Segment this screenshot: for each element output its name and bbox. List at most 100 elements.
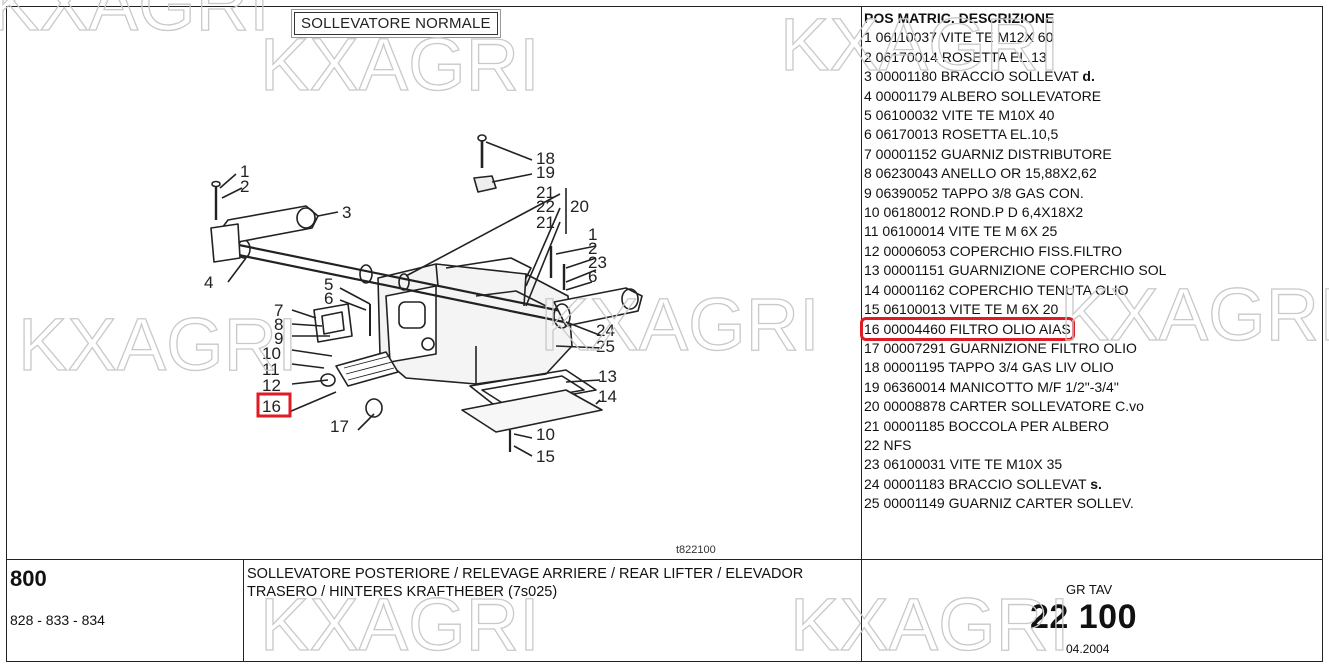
group-description: SOLLEVATORE POSTERIORE / RELEVAGE ARRIER…	[247, 566, 804, 600]
callout-10-bottom: 10	[536, 425, 555, 444]
diagram-title: SOLLEVATORE NORMALE	[291, 9, 501, 38]
part-row-text: 11 06100014 VITE TE M 6X 25	[864, 223, 1057, 239]
part-row: 7 00001152 GUARNIZ DISTRIBUTORE	[864, 145, 1319, 164]
part-row-text: 1 06110037 VITE TE M12X 60	[864, 29, 1053, 45]
part-row-text: 2 06170014 ROSETTA EL.13	[864, 49, 1047, 65]
part-row: 11 06100014 VITE TE M 6X 25	[864, 222, 1319, 241]
part-description: 14 00001162 COPERCHIO TENUTA OLIO	[864, 281, 1129, 298]
part-row-text: 15 06100013 VITE TE M 6X 20	[864, 301, 1058, 317]
part-row: 19 06360014 MANICOTTO M/F 1/2"-3/4"	[864, 378, 1319, 397]
part-description: 21 00001185 BOCCOLA PER ALBERO	[864, 417, 1109, 434]
parts-list: POS MATRIC. DESCRIZIONE 1 06110037 VITE …	[860, 9, 1319, 514]
callout-1-right: 1	[588, 225, 597, 244]
parts-list-header: POS MATRIC. DESCRIZIONE	[864, 10, 1055, 26]
part-row: 5 06100032 VITE TE M10X 40	[864, 106, 1319, 125]
part-row: 23 06100031 VITE TE M10X 35	[864, 455, 1319, 474]
part-description: 6 06170013 ROSETTA EL.10,5	[864, 126, 1059, 143]
part-description: 17 00007291 GUARNIZIONE FILTRO OLIO	[864, 339, 1137, 356]
part-description: 2 06170014 ROSETTA EL.13	[864, 48, 1047, 65]
part-description: 10 06180012 ROND.P D 6,4X18X2	[864, 204, 1084, 221]
part-row-text: 14 00001162 COPERCHIO TENUTA OLIO	[864, 282, 1129, 298]
table-number-cell	[861, 559, 1323, 662]
model-number: 800	[10, 566, 47, 591]
part-row: 20 00008878 CARTER SOLLEVATORE C.vo	[864, 397, 1319, 416]
part-description: 16 00004460 FILTRO OLIO AIAS	[864, 320, 1071, 337]
part-description: 11 06100014 VITE TE M 6X 25	[864, 223, 1058, 240]
model-variants: 828 - 833 - 834	[10, 612, 105, 628]
callout-9: 9	[274, 329, 283, 348]
part-row-text: 25 00001149 GUARNIZ CARTER SOLLEV.	[864, 495, 1134, 511]
exploded-view-drawing: 1 2 3 4 5 6 7 8 9 10 11 12 16 17 18 19 2…	[204, 134, 643, 466]
part-row: 22 NFS	[864, 436, 1319, 455]
part-description: 23 06100031 VITE TE M10X 35	[864, 456, 1063, 473]
part-row-text: 4 00001179 ALBERO SOLLEVATORE	[864, 88, 1101, 104]
part-row-text: 7 00001152 GUARNIZ DISTRIBUTORE	[864, 146, 1112, 162]
callout-16-highlight	[256, 392, 292, 418]
part-row-text: 21 00001185 BOCCOLA PER ALBERO	[864, 418, 1109, 434]
part-row: 12 00006053 COPERCHIO FISS.FILTRO	[864, 242, 1319, 261]
part-row: 15 06100013 VITE TE M 6X 20	[864, 300, 1319, 319]
part-row: 1 06110037 VITE TE M12X 60	[864, 28, 1319, 47]
part-description: 4 00001179 ALBERO SOLLEVATORE	[864, 87, 1102, 104]
part-row-text: 18 00001195 TAPPO 3/4 GAS LIV OLIO	[864, 359, 1114, 375]
part-description: 12 00006053 COPERCHIO FISS.FILTRO	[864, 242, 1123, 259]
callout-8: 8	[274, 315, 283, 334]
part-row: 3 00001180 BRACCIO SOLLEVAT d.	[864, 67, 1319, 86]
part-description: 24 00001183 BRACCIO SOLLEVAT	[864, 475, 1091, 492]
part-description: 1 06110037 VITE TE M12X 60	[864, 29, 1054, 46]
callout-24: 24	[596, 321, 615, 340]
callout-4: 4	[204, 273, 213, 292]
table-label: GR TAV	[1066, 582, 1113, 597]
part-row-text: 12 00006053 COPERCHIO FISS.FILTRO	[864, 243, 1122, 259]
part-row-text: 8 06230043 ANELLO OR 15,88X2,62	[864, 165, 1097, 181]
part-row-text: 20 00008878 CARTER SOLLEVATORE C.vo	[864, 398, 1144, 414]
part-row: 17 00007291 GUARNIZIONE FILTRO OLIO	[864, 339, 1319, 358]
part-description: 20 00008878 CARTER SOLLEVATORE C.vo	[864, 398, 1144, 415]
callout-6: 6	[324, 289, 333, 308]
callout-14: 14	[598, 387, 617, 406]
part-row-text: 9 06390052 TAPPO 3/8 GAS CON.	[864, 185, 1084, 201]
part-description: 7 00001152 GUARNIZ DISTRIBUTORE	[864, 145, 1112, 162]
callout-2: 2	[240, 177, 249, 196]
callout-20: 20	[570, 197, 589, 216]
callout-18: 18	[536, 149, 555, 168]
parts-rows: 1 06110037 VITE TE M12X 60 2 06170014 ROS…	[860, 28, 1319, 513]
callout-16: 16	[262, 397, 281, 416]
part-row: 18 00001195 TAPPO 3/4 GAS LIV OLIO	[864, 358, 1319, 377]
part-row: 13 00001151 GUARNIZIONE COPERCHIO SOL	[864, 261, 1319, 280]
part-description: 9 06390052 TAPPO 3/8 GAS CON.	[864, 184, 1084, 201]
callout-25: 25	[596, 337, 615, 356]
callout-7: 7	[274, 301, 283, 320]
part-description: 15 06100013 VITE TE M 6X 20	[864, 301, 1059, 318]
part-row-text: 16 00004460 FILTRO OLIO AIAS	[860, 316, 1075, 341]
callout-6-right: 6	[588, 267, 597, 286]
callout-21-top: 21	[536, 183, 555, 202]
part-row: 2 06170014 ROSETTA EL.13	[864, 48, 1319, 67]
callout-10: 10	[262, 344, 281, 363]
callout-12: 12	[262, 376, 281, 395]
part-row-text: 3 00001180 BRACCIO SOLLEVAT d.	[864, 68, 1095, 84]
callout-3: 3	[342, 203, 351, 222]
callout-15: 15	[536, 447, 555, 466]
part-row: 24 00001183 BRACCIO SOLLEVAT s.	[864, 475, 1319, 494]
callout-19: 19	[536, 163, 555, 182]
part-row: 10 06180012 ROND.P D 6,4X18X2	[864, 203, 1319, 222]
part-row: 9 06390052 TAPPO 3/8 GAS CON.	[864, 184, 1319, 203]
part-side-suffix: d.	[1082, 68, 1095, 85]
table-date: 04.2004	[1066, 642, 1110, 656]
part-row-text: 19 06360014 MANICOTTO M/F 1/2"-3/4"	[864, 379, 1119, 395]
part-row-text: 24 00001183 BRACCIO SOLLEVAT s.	[864, 476, 1102, 492]
part-description: 5 06100032 VITE TE M10X 40	[864, 107, 1055, 124]
callout-2-right: 2	[588, 239, 597, 258]
part-description: 18 00001195 TAPPO 3/4 GAS LIV OLIO	[864, 359, 1114, 376]
diagram-code: t822100	[676, 544, 716, 556]
part-row-text: 10 06180012 ROND.P D 6,4X18X2	[864, 204, 1083, 220]
part-row-text: 5 06100032 VITE TE M10X 40	[864, 107, 1054, 123]
part-row: 4 00001179 ALBERO SOLLEVATORE	[864, 87, 1319, 106]
callout-5: 5	[324, 275, 333, 294]
part-row: 14 00001162 COPERCHIO TENUTA OLIO	[864, 281, 1319, 300]
callout-17: 17	[330, 417, 349, 436]
callout-11: 11	[262, 360, 280, 379]
callout-22: 22	[536, 197, 555, 216]
callout-1: 1	[240, 162, 249, 181]
